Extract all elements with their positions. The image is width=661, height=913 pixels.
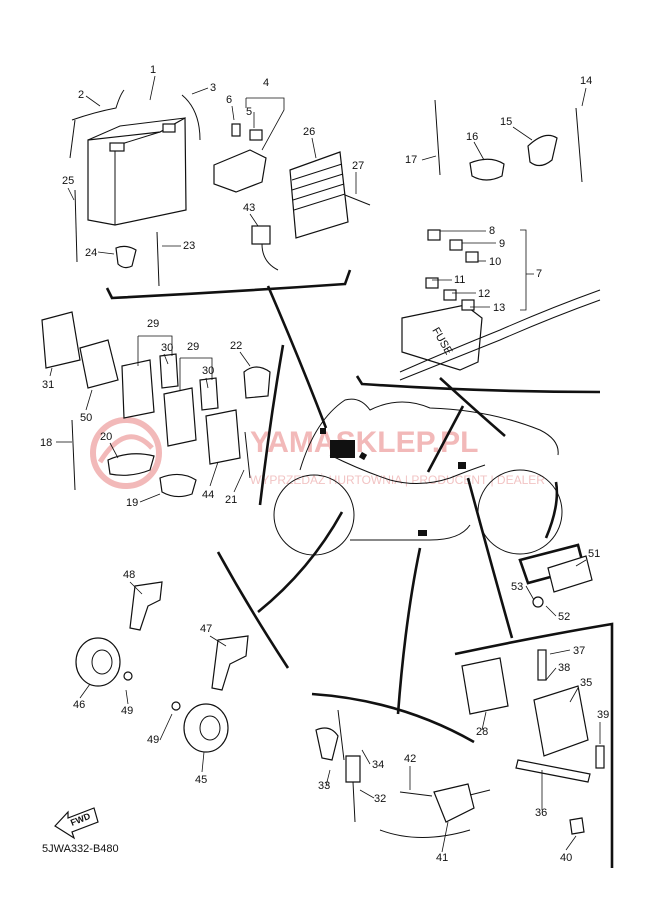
horn-group bbox=[75, 581, 249, 753]
callout-38: 38 bbox=[558, 662, 570, 674]
callout-22: 22 bbox=[230, 340, 242, 352]
callout-53: 53 bbox=[511, 581, 523, 593]
callout-2: 2 bbox=[78, 89, 84, 101]
callout-31: 31 bbox=[42, 379, 54, 391]
frame-sensor-group bbox=[454, 622, 614, 868]
callout-7: 7 bbox=[536, 268, 542, 280]
callout-20: 20 bbox=[100, 431, 112, 443]
callout-34: 34 bbox=[372, 759, 384, 771]
callout-48: 48 bbox=[123, 569, 135, 581]
callout-45: 45 bbox=[195, 774, 207, 786]
callout-4: 4 bbox=[263, 77, 269, 89]
callout-33: 33 bbox=[318, 780, 330, 792]
watermark: YAMASKLEP.PL WYPRZEDAŻ HURTOWNIA | PRODU… bbox=[90, 417, 545, 489]
callout-30a: 30 bbox=[161, 342, 173, 354]
callout-17: 17 bbox=[405, 154, 417, 166]
callout-40: 40 bbox=[560, 852, 572, 864]
callout-29a: 29 bbox=[147, 318, 159, 330]
callout-42: 42 bbox=[404, 753, 416, 765]
callout-47: 47 bbox=[200, 623, 212, 635]
frame-relay-group bbox=[258, 344, 285, 506]
callout-29b: 29 bbox=[187, 341, 199, 353]
ecu-marker bbox=[330, 440, 355, 458]
callout-52: 52 bbox=[558, 611, 570, 623]
frame-switch-group bbox=[311, 692, 475, 744]
watermark-logo-icon bbox=[90, 417, 162, 489]
rr-marker bbox=[458, 462, 466, 469]
callout-50: 50 bbox=[80, 412, 92, 424]
pointer-lines bbox=[257, 285, 559, 715]
callout-18: 18 bbox=[40, 437, 52, 449]
callout-37: 37 bbox=[573, 645, 585, 657]
callout-5: 5 bbox=[246, 106, 252, 118]
callout-39: 39 bbox=[597, 709, 609, 721]
callout-25: 25 bbox=[62, 175, 74, 187]
callout-41: 41 bbox=[436, 852, 448, 864]
callout-16: 16 bbox=[466, 131, 478, 143]
frame-battery-group bbox=[105, 269, 352, 300]
callout-12: 12 bbox=[478, 288, 490, 300]
callout-27: 27 bbox=[352, 160, 364, 172]
fuse-group: FUSE bbox=[399, 99, 601, 381]
callout-36: 36 bbox=[535, 807, 547, 819]
callout-30b: 30 bbox=[202, 365, 214, 377]
callout-11: 11 bbox=[454, 274, 465, 286]
group-frames bbox=[105, 269, 614, 868]
callout-13: 13 bbox=[493, 302, 505, 314]
callout-14: 14 bbox=[580, 75, 592, 87]
callouts: 1 2 3 4 5 6 7 8 9 10 11 12 13 14 15 16 1… bbox=[40, 64, 609, 864]
callout-28: 28 bbox=[476, 726, 488, 738]
frame-horn-group bbox=[216, 551, 290, 669]
callout-9: 9 bbox=[499, 238, 505, 250]
callout-51: 51 bbox=[588, 548, 600, 560]
callout-1: 1 bbox=[150, 64, 156, 76]
relay-group bbox=[41, 311, 271, 498]
callout-24: 24 bbox=[85, 247, 97, 259]
callout-19: 19 bbox=[126, 497, 138, 509]
frame-fuse-group bbox=[355, 375, 601, 394]
callout-49a: 49 bbox=[121, 705, 133, 717]
callout-21: 21 bbox=[225, 494, 237, 506]
fwd-arrow-icon: FWD bbox=[54, 807, 99, 840]
sensor-group bbox=[461, 555, 605, 835]
callout-46: 46 bbox=[73, 699, 85, 711]
callout-6: 6 bbox=[226, 94, 232, 106]
battery-group bbox=[69, 89, 371, 287]
callout-3: 3 bbox=[210, 82, 216, 94]
callout-15: 15 bbox=[500, 116, 512, 128]
callout-32: 32 bbox=[374, 793, 386, 805]
callout-leaders bbox=[49, 75, 601, 853]
callout-26: 26 bbox=[303, 126, 315, 138]
diagram-code: 5JWA332-B480 bbox=[42, 843, 119, 855]
callout-43: 43 bbox=[243, 202, 255, 214]
callout-44: 44 bbox=[202, 489, 214, 501]
callout-35: 35 bbox=[580, 677, 592, 689]
callout-23: 23 bbox=[183, 240, 195, 252]
callout-10: 10 bbox=[489, 256, 501, 268]
watermark-logo-wing bbox=[97, 434, 154, 464]
switch-group bbox=[315, 709, 491, 838]
motorcycle-outline bbox=[273, 398, 563, 556]
callout-8: 8 bbox=[489, 225, 495, 237]
callout-49b: 49 bbox=[147, 734, 159, 746]
